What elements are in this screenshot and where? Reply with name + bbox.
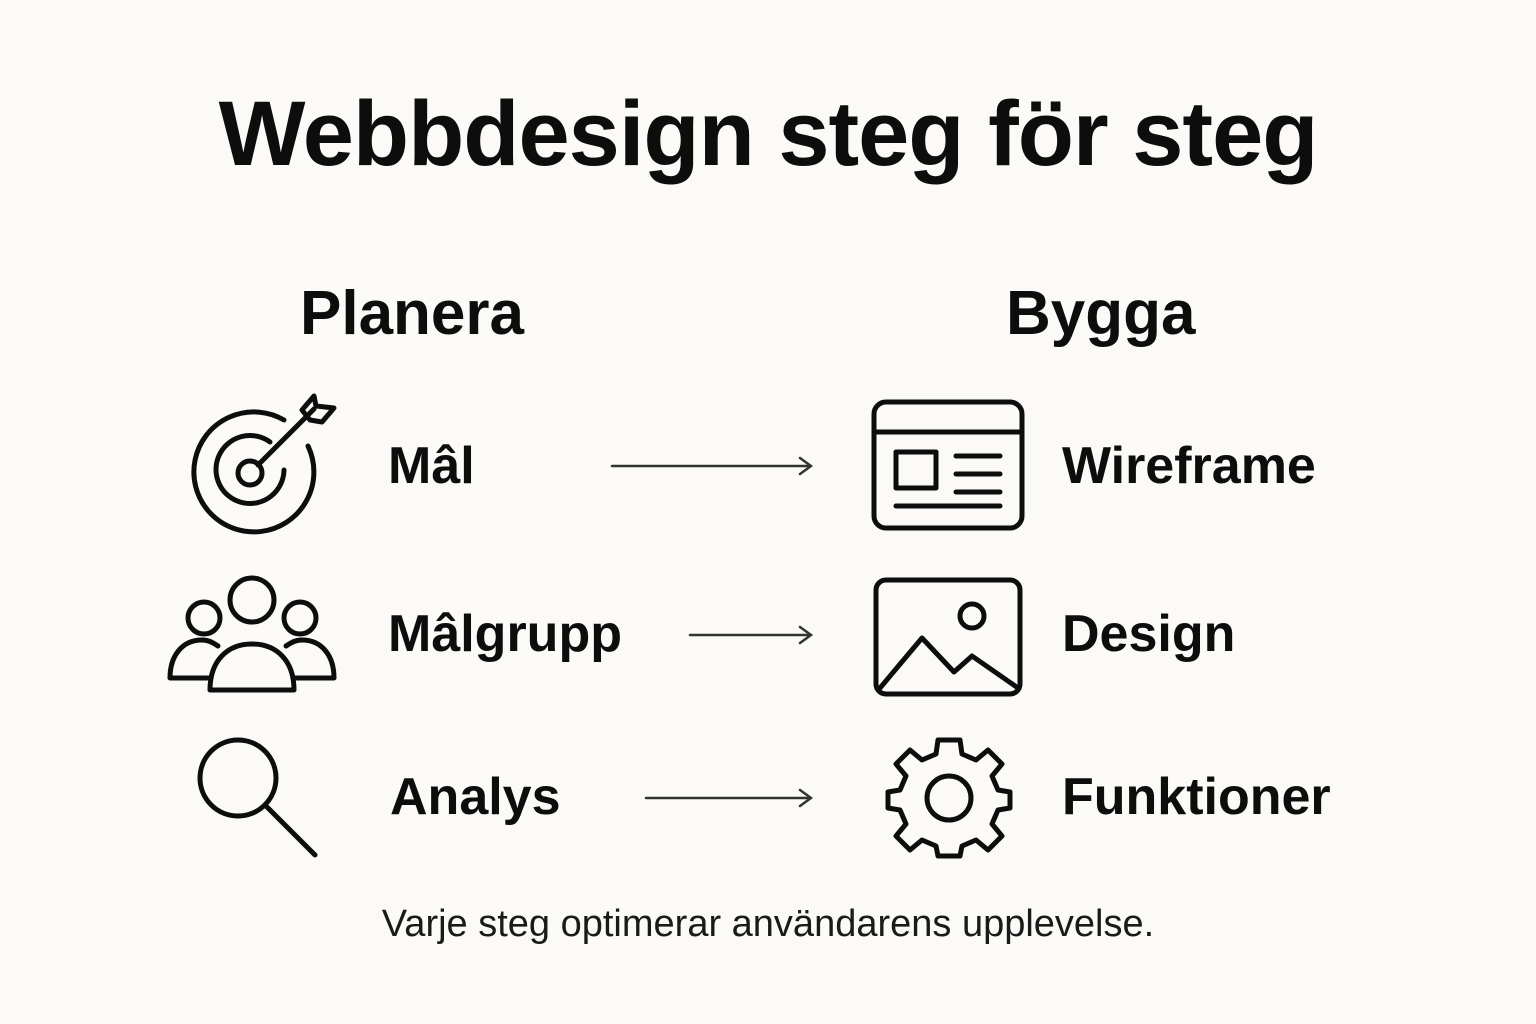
wireframe-icon xyxy=(870,398,1026,532)
search-icon xyxy=(194,734,322,860)
users-icon xyxy=(166,574,338,696)
footer-caption: Varje steg optimerar användarens uppleve… xyxy=(381,903,1155,945)
step-label-wireframe: Wireframe xyxy=(1062,437,1316,495)
page-title: Webbdesign steg för steg xyxy=(218,83,1319,185)
step-label-audience: Mâlgrupp xyxy=(388,605,622,663)
step-label-goal: Mâl xyxy=(388,437,475,495)
arrow-icon xyxy=(688,625,816,645)
arrow-icon xyxy=(644,788,816,808)
step-label-analysis: Analys xyxy=(390,768,561,826)
step-label-design: Design xyxy=(1062,605,1236,663)
column-heading-plan: Planera xyxy=(300,279,525,348)
column-heading-build: Bygga xyxy=(1006,279,1196,348)
gear-icon xyxy=(884,736,1014,860)
step-label-features: Funktioner xyxy=(1062,768,1331,826)
image-icon xyxy=(872,576,1024,698)
target-icon xyxy=(184,390,340,540)
arrow-icon xyxy=(610,456,816,476)
